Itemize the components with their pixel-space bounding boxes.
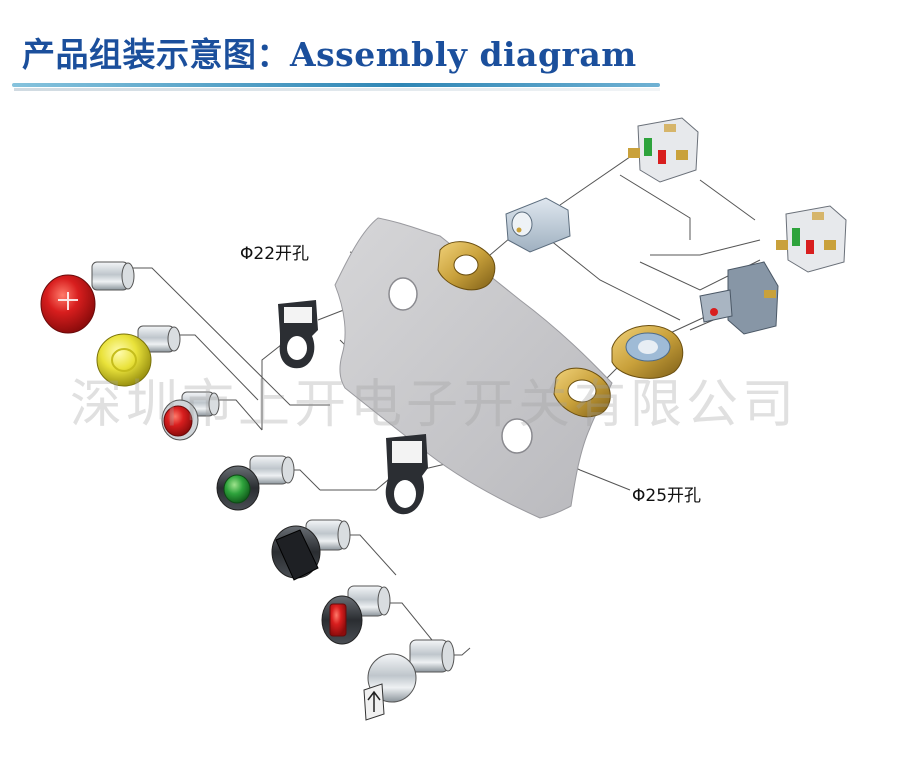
extended-pushbutton <box>161 391 220 441</box>
flush-pushbutton <box>216 455 295 511</box>
contact-block-top <box>628 117 699 183</box>
mounting-adapter <box>505 197 571 253</box>
connector-line <box>619 174 691 240</box>
legend-plate-small <box>278 300 318 369</box>
connector-line <box>650 239 761 256</box>
key-switch <box>363 639 455 721</box>
connector-line <box>212 399 263 431</box>
watermark: 深圳市上开电子开关有限公司 <box>70 375 799 435</box>
fixing-ring-22 <box>437 241 496 291</box>
page-title: 产品组装示意图：Assembly diagram <box>22 35 637 74</box>
connector-line <box>559 149 641 206</box>
hole-25 <box>501 418 533 454</box>
hole-22-label: Φ22开孔 <box>240 244 309 264</box>
connector-line <box>539 231 681 321</box>
hole-25-label: Φ25开孔 <box>632 486 701 506</box>
title-underline-shadow <box>14 88 660 91</box>
title-underline <box>12 83 660 87</box>
connector-line <box>342 534 397 576</box>
selector-switch <box>271 519 351 581</box>
fixing-ring-25 <box>553 367 611 418</box>
connector-line <box>699 179 756 221</box>
connector-line <box>385 602 433 641</box>
light-block <box>699 261 779 335</box>
hole-22 <box>388 277 418 311</box>
legend-plate-large <box>385 434 428 515</box>
header: 产品组装示意图：Assembly diagram <box>12 14 892 94</box>
fixing-collar <box>611 324 684 379</box>
connector-line <box>132 267 330 406</box>
illuminated-selector <box>321 585 391 645</box>
connector-line <box>489 237 511 256</box>
contact-block-right <box>776 205 847 273</box>
panel <box>334 217 613 519</box>
mushroom-pushbutton <box>96 325 181 387</box>
emergency-stop-mushroom-head <box>40 261 135 334</box>
